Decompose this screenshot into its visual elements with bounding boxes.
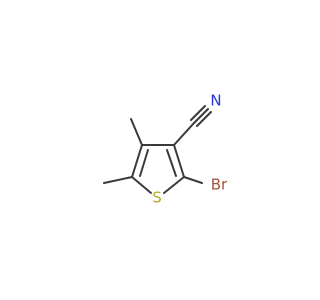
bond-c3-c2 [173, 144, 185, 178]
nitrile-bond-line-1 [193, 108, 209, 124]
bond-c4-methyl [130, 118, 143, 146]
bond-c5-c4-inner [139, 149, 149, 177]
molecule-canvas: N S Br [103, 91, 229, 207]
bond-c5-c4 [131, 144, 143, 178]
nitrile-bond-line-2 [190, 105, 206, 121]
bond-s-c5 [131, 176, 152, 194]
bond-c5-methyl [103, 176, 133, 184]
atom-nitrogen-label: N [210, 92, 221, 110]
nitrile-triple-bond [190, 105, 212, 127]
bond-c2-s [163, 176, 185, 194]
bond-c3-nitrile-carbon [173, 122, 195, 146]
atom-sulfur-label: S [152, 189, 162, 207]
bond-group [103, 118, 203, 194]
nitrile-bond-line-3 [196, 111, 212, 127]
bond-c2-bromine [183, 176, 203, 184]
molecule-structure: N S Br [103, 92, 228, 207]
atom-bromine-label: Br [211, 176, 228, 194]
bond-c2-c3-inner [166, 149, 177, 177]
